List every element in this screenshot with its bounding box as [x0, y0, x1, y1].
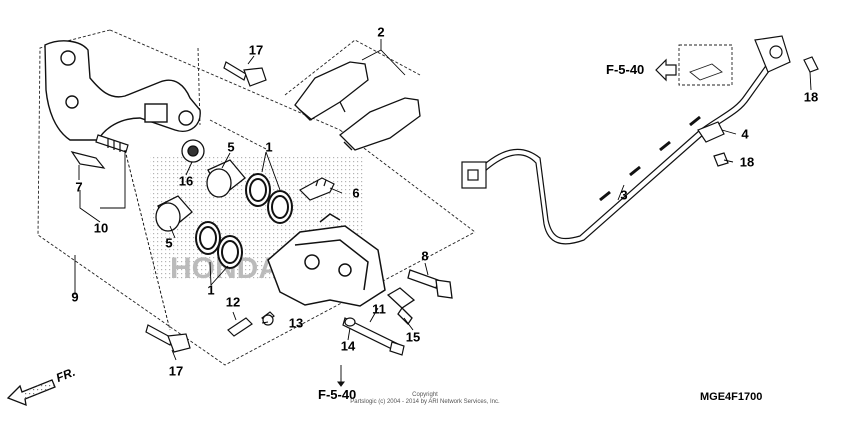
bolt-18: [713, 56, 819, 167]
leader-lines: [74, 39, 812, 378]
callout-10: 10: [93, 220, 109, 236]
callout-9: 9: [71, 289, 79, 305]
callout-14: 14: [340, 338, 356, 354]
pistons: [155, 159, 246, 232]
pad-spring: [299, 177, 335, 201]
callout-1-top: 1: [265, 139, 273, 155]
hanger-pin: [342, 317, 405, 356]
piston-seals: [195, 173, 293, 269]
callout-4: 4: [741, 126, 749, 142]
callout-5-top: 5: [227, 139, 235, 155]
callout-12: 12: [225, 294, 241, 310]
copyright-line2: Partslogic (c) 2004 - 2014 by ARI Networ…: [350, 398, 500, 405]
callout-5-bottom: 5: [165, 235, 173, 251]
copyright-line1: Copyright: [412, 392, 438, 398]
callout-2: 2: [377, 24, 385, 40]
speed-sensor-cable: [461, 35, 791, 245]
bolt-8: [407, 269, 453, 299]
bolt-15: [386, 287, 416, 326]
clamp-inset: [678, 44, 733, 86]
reference-label-top[interactable]: F-5-40: [606, 62, 645, 77]
callout-13: 13: [288, 315, 304, 331]
diagram-code: MGE4F1700: [700, 391, 763, 403]
callout-6: 6: [352, 185, 360, 201]
callout-17-top: 17: [248, 42, 264, 58]
copyright-notice: Copyright Partslogic (c) 2004 - 2014 by …: [330, 392, 520, 406]
callout-18-cable: 18: [739, 154, 755, 170]
callout-15: 15: [405, 329, 421, 345]
caliper-bracket: [44, 40, 201, 141]
pin-boot: [70, 151, 106, 169]
slide-pin: [95, 134, 129, 153]
clamp-4: [697, 121, 725, 143]
arrow-down-icon: [337, 378, 345, 387]
callout-18-sensor: 18: [803, 89, 819, 105]
reference-label-bottom[interactable]: F-5-40: [318, 387, 357, 402]
boot-16: [181, 139, 205, 163]
callout-1-bottom: 1: [207, 282, 215, 298]
callout-11: 11: [372, 301, 386, 317]
caliper-body: [267, 213, 386, 307]
assembly-frame: [37, 29, 476, 366]
bolt-bottom: [145, 324, 191, 353]
brake-pads: [294, 61, 421, 151]
bleeder-valve: [227, 311, 275, 337]
callout-17-bottom: 17: [168, 363, 184, 379]
front-direction-arrow-icon: [6, 379, 56, 407]
arrow-left-icon: [655, 58, 677, 82]
callout-3: 3: [620, 187, 628, 203]
bolt-top: [223, 61, 267, 87]
callout-16: 16: [178, 173, 194, 189]
callout-8: 8: [421, 248, 429, 264]
callout-7: 7: [75, 179, 83, 195]
